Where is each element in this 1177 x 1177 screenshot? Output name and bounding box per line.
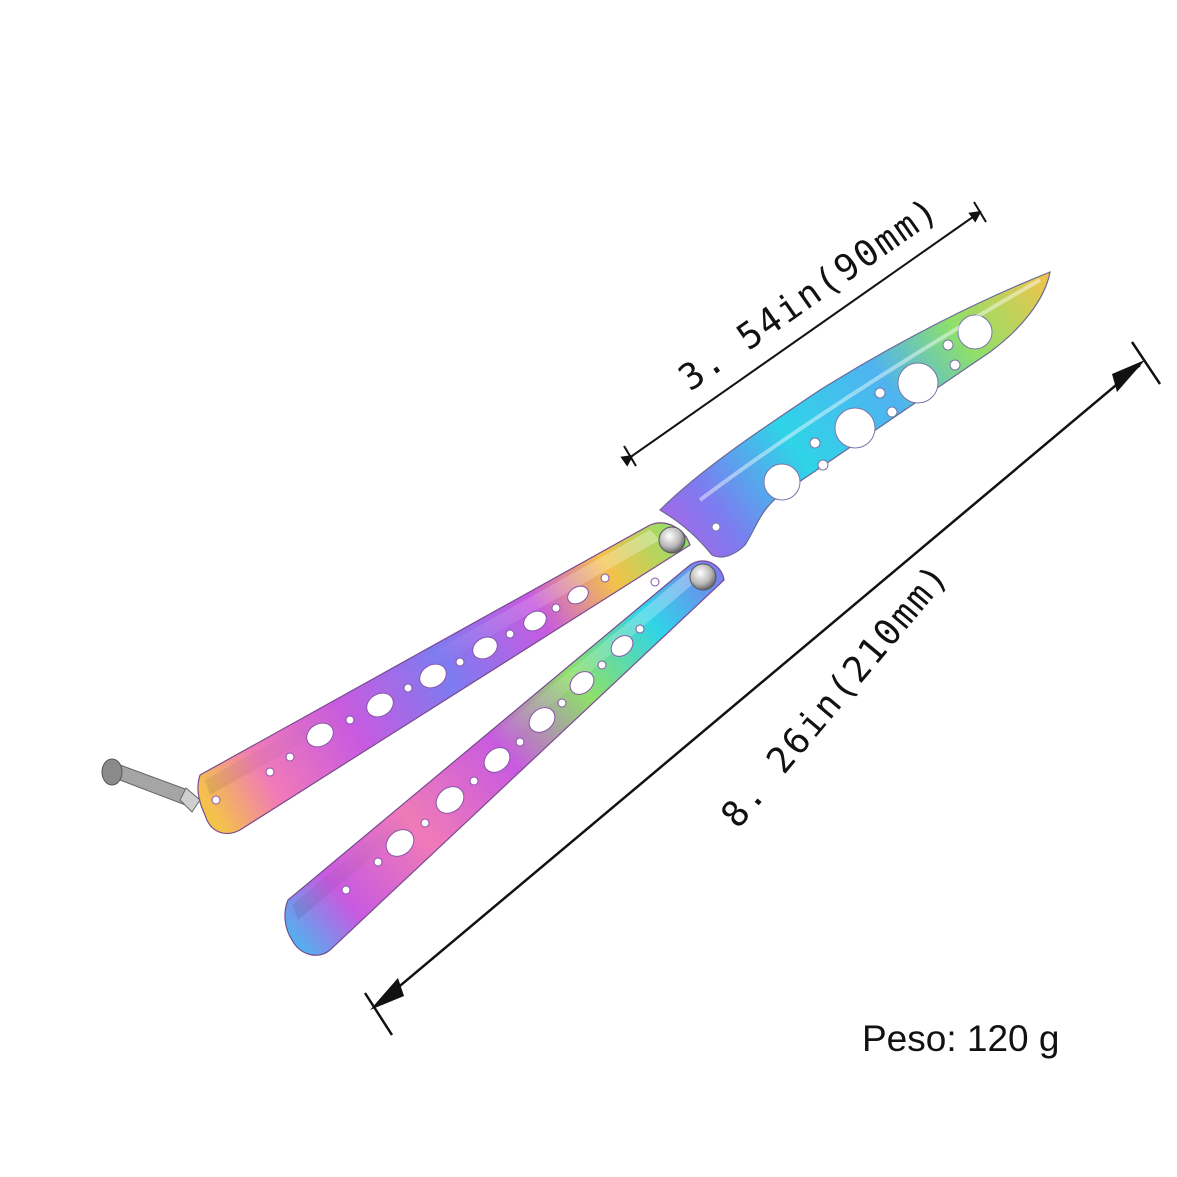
overall-length-label: 8. 26in(210mm) xyxy=(713,556,957,836)
overall-dimension-tick-end xyxy=(1130,341,1162,385)
overall-arrow-start-icon xyxy=(370,978,404,1010)
weight-label: Peso: 120 g xyxy=(862,1018,1060,1059)
overall-dimension-tick-start xyxy=(363,992,394,1036)
knife-handle-latch-side xyxy=(197,522,691,835)
knife-blade xyxy=(659,271,1051,558)
pivot-screw-lower xyxy=(689,563,717,591)
overall-dimension-line xyxy=(375,364,1141,1007)
pivot-screw-upper xyxy=(658,526,686,554)
knife-handle-safe-side xyxy=(284,560,725,956)
blade-dimension-tick-start xyxy=(623,445,637,467)
blade-dimension-tick-end xyxy=(973,201,987,223)
overall-arrow-end-icon xyxy=(1112,360,1145,392)
handle-latch xyxy=(101,758,201,813)
blade-dimension-arrow xyxy=(631,210,982,457)
